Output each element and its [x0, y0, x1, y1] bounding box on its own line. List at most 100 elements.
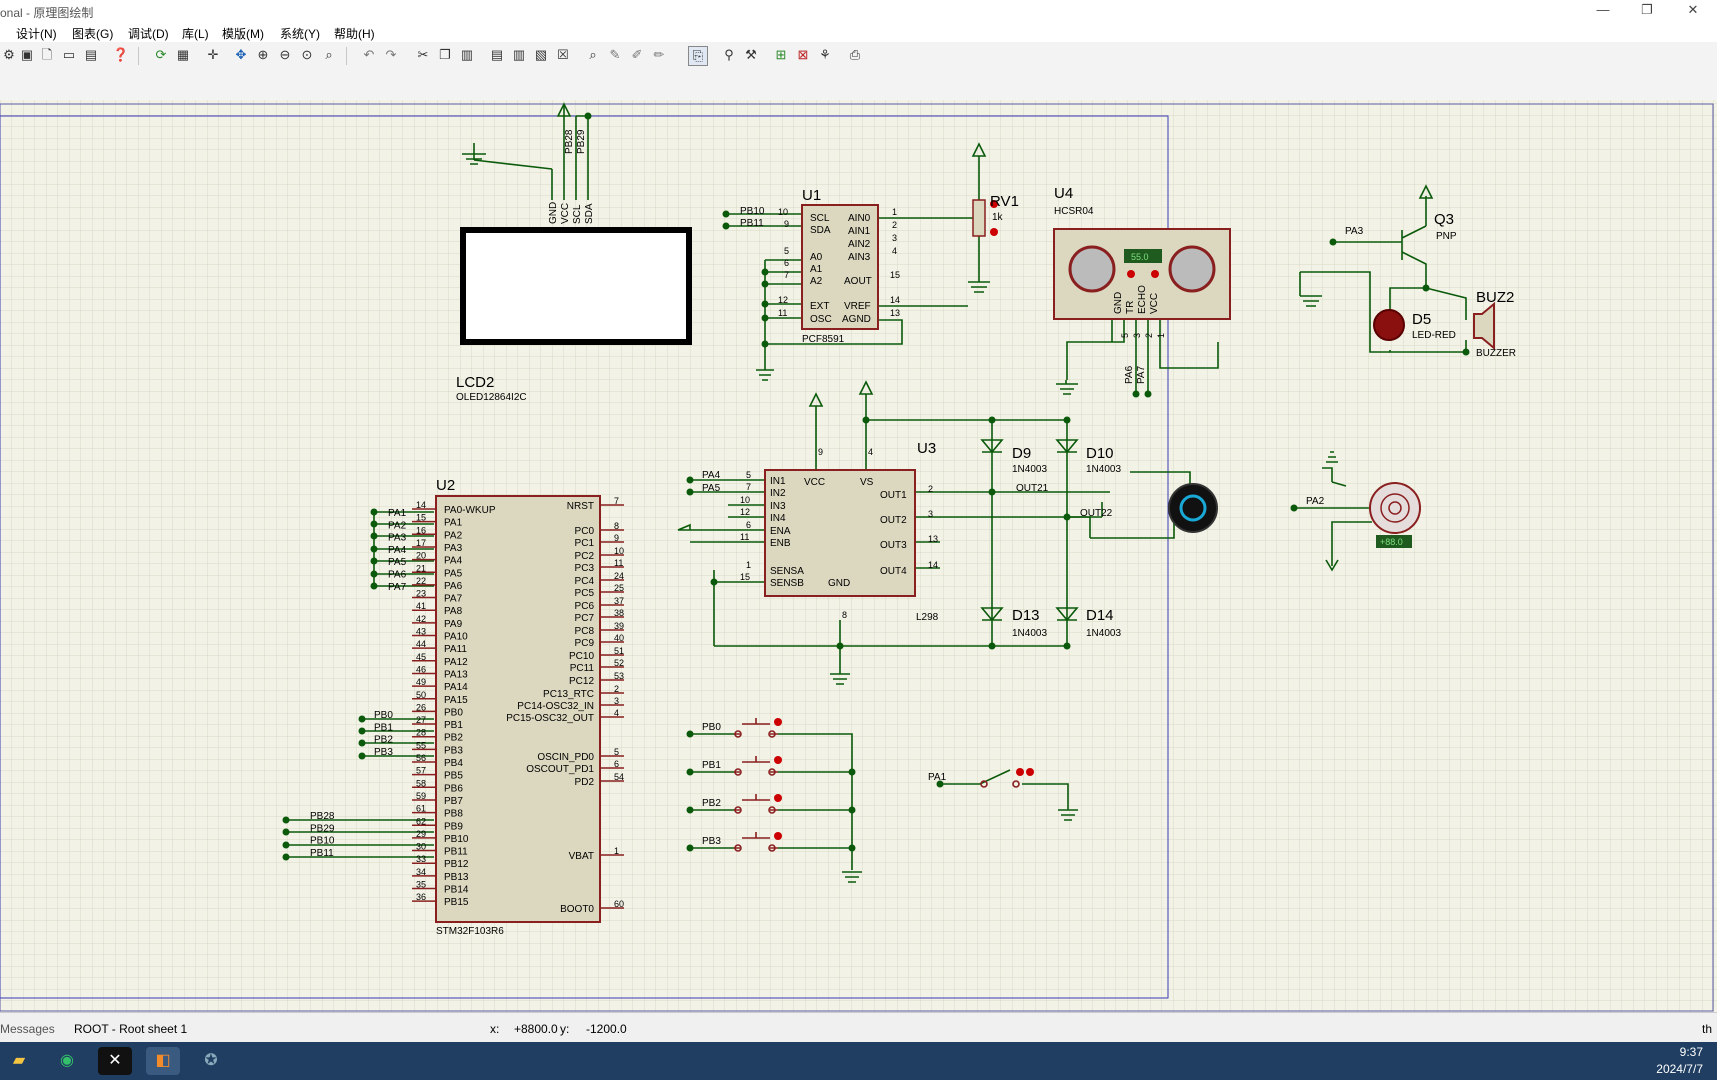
u1-pin-osc: OSC	[810, 314, 832, 325]
u2-right-pin: PC7	[575, 613, 595, 624]
new-sheet-icon[interactable]: ⊞	[775, 47, 787, 62]
u2-right-pin: OSCOUT_PD1	[526, 764, 594, 775]
messages-tab[interactable]: Messages	[0, 1022, 55, 1036]
u2-right-pin-num: 8	[614, 521, 619, 531]
zoom-all-icon[interactable]: ⊙	[301, 47, 313, 62]
packaging-icon[interactable]: ✐	[631, 47, 643, 62]
grid-icon[interactable]: ▦	[176, 47, 190, 62]
buz2-ref: BUZ2	[1476, 289, 1514, 306]
buz2-part: BUZZER	[1476, 348, 1516, 359]
zoom-in-icon[interactable]: ⊕	[257, 47, 269, 62]
zoom-area-icon[interactable]: ⌕	[325, 47, 333, 62]
close-button[interactable]: ✕	[1687, 2, 1699, 17]
rv1-ref: RV1	[990, 193, 1019, 210]
window-title: onal - 原理图绘制	[0, 6, 94, 20]
schematic-icon[interactable]: ▣	[20, 47, 34, 62]
menu-template[interactable]: 模版(M)	[222, 27, 264, 41]
d5-led[interactable]	[1373, 309, 1405, 341]
u2-net-label: PA3	[388, 533, 407, 544]
rv1-body[interactable]	[972, 199, 986, 237]
schematic-canvas[interactable]: LCD2 OLED12864I2C GND VCC SCL SDA PB28 P…	[0, 100, 1717, 1012]
capcut-icon[interactable]: ✕	[98, 1047, 132, 1075]
u2-right-pin: PC0	[575, 526, 595, 537]
q3-ref: Q3	[1434, 211, 1454, 228]
schematic-drawing[interactable]: LCD2 OLED12864I2C GND VCC SCL SDA PB28 P…	[0, 100, 1717, 1012]
app-icon[interactable]: ✪	[204, 1052, 218, 1069]
u2-left-pin-num: 59	[416, 791, 426, 801]
u4-pin-tr: TR	[1125, 301, 1136, 314]
cut-icon[interactable]: ✂	[417, 47, 429, 62]
u2-net-label: PB11	[310, 848, 334, 859]
u2-left-pin-num: 35	[416, 880, 426, 890]
redo-icon[interactable]: ↷	[385, 47, 397, 62]
u2-right-pin: PC10	[569, 651, 594, 662]
open-icon[interactable]: ▭	[62, 47, 76, 62]
components-icon[interactable]: ⚙	[3, 47, 15, 62]
wire-autorouter-icon[interactable]: ⎘	[688, 46, 708, 66]
sheet-indicator[interactable]: ROOT - Root sheet 1	[74, 1022, 188, 1036]
u3-num-10: 10	[740, 495, 750, 505]
paste-icon[interactable]: ▥	[460, 47, 474, 62]
help-icon[interactable]: ❓	[112, 47, 130, 62]
u2-left-pin-num: 41	[416, 601, 426, 611]
u2-left-pin: PA8	[444, 606, 463, 617]
u2-right-pin-num: 25	[614, 583, 624, 593]
chat-app-icon[interactable]: ◉	[60, 1052, 74, 1069]
menu-design[interactable]: 设计(N)	[16, 27, 57, 41]
u2-left-pin-num: 44	[416, 639, 426, 649]
proteus-icon[interactable]: ◧	[146, 1047, 180, 1075]
u2-left-pin: PB7	[444, 796, 463, 807]
bom-icon[interactable]: ⎙	[849, 47, 861, 62]
coord-y-value: -1200.0	[586, 1022, 627, 1036]
u1-pin-ain1: AIN1	[848, 226, 871, 237]
switch-pa1[interactable]	[980, 780, 1020, 788]
menu-system[interactable]: 系统(Y)	[280, 27, 320, 41]
block-rotate-icon[interactable]: ▧	[534, 47, 548, 62]
property-tool-icon[interactable]: ⚒	[745, 47, 757, 62]
minimize-button[interactable]: —	[1596, 2, 1610, 17]
remove-sheet-icon[interactable]: ⊠	[797, 47, 809, 62]
menu-library[interactable]: 库(L)	[182, 27, 209, 41]
u4-net-pa7: PA7	[1136, 365, 1147, 384]
pan-icon[interactable]: ✥	[235, 47, 247, 62]
u2-left-pin-num: 36	[416, 892, 426, 902]
u1-pin-ain3: AIN3	[848, 252, 871, 263]
decompose-icon[interactable]: ✏	[653, 47, 665, 62]
new-icon[interactable]: 🗋	[41, 47, 53, 62]
menu-help[interactable]: 帮助(H)	[334, 27, 375, 41]
menu-graph[interactable]: 图表(G)	[72, 27, 114, 41]
u3-body[interactable]	[764, 469, 916, 597]
lcd2-ref: LCD2	[456, 374, 494, 391]
lcd2-component[interactable]	[460, 227, 692, 345]
origin-icon[interactable]: ✛	[207, 47, 219, 62]
netlist-icon[interactable]: ⚘	[819, 47, 831, 62]
zoom-out-icon[interactable]: ⊖	[279, 47, 291, 62]
u2-left-pin: PB8	[444, 809, 463, 820]
title-bar: onal - 原理图绘制 — ❐ ✕	[0, 0, 1717, 22]
u2-left-pin-num: 56	[416, 753, 426, 763]
u1-num-12: 12	[778, 295, 788, 305]
pushbuttons[interactable]	[734, 718, 778, 852]
menu-debug[interactable]: 调试(D)	[128, 27, 169, 41]
stepper-motor[interactable]	[1369, 482, 1421, 534]
pick-device-icon[interactable]: ⌕	[589, 47, 597, 62]
u2-right-pin: PC12	[569, 676, 594, 687]
maximize-button[interactable]: ❐	[1641, 2, 1653, 17]
u2-left-pin-num: 50	[416, 690, 426, 700]
block-delete-icon[interactable]: ☒	[557, 47, 569, 62]
block-copy-icon[interactable]: ▤	[490, 47, 504, 62]
buzzer-body[interactable]	[1473, 301, 1495, 351]
block-move-icon[interactable]: ▥	[512, 47, 526, 62]
file-explorer-icon[interactable]: ▰	[12, 1052, 26, 1069]
save-icon[interactable]: ▤	[84, 47, 98, 62]
refresh-icon[interactable]: ⟳	[155, 47, 167, 62]
dc-motor[interactable]	[1168, 483, 1218, 533]
d13-part: 1N4003	[1012, 628, 1047, 639]
search-icon[interactable]: ⚲	[724, 47, 734, 62]
undo-icon[interactable]: ↶	[363, 47, 375, 62]
u2-body[interactable]	[435, 495, 601, 923]
u2-net-label: PA5	[388, 557, 407, 568]
copy-icon[interactable]: ❐	[439, 47, 451, 62]
u1-body[interactable]	[801, 204, 879, 330]
make-device-icon[interactable]: ✎	[609, 47, 621, 62]
